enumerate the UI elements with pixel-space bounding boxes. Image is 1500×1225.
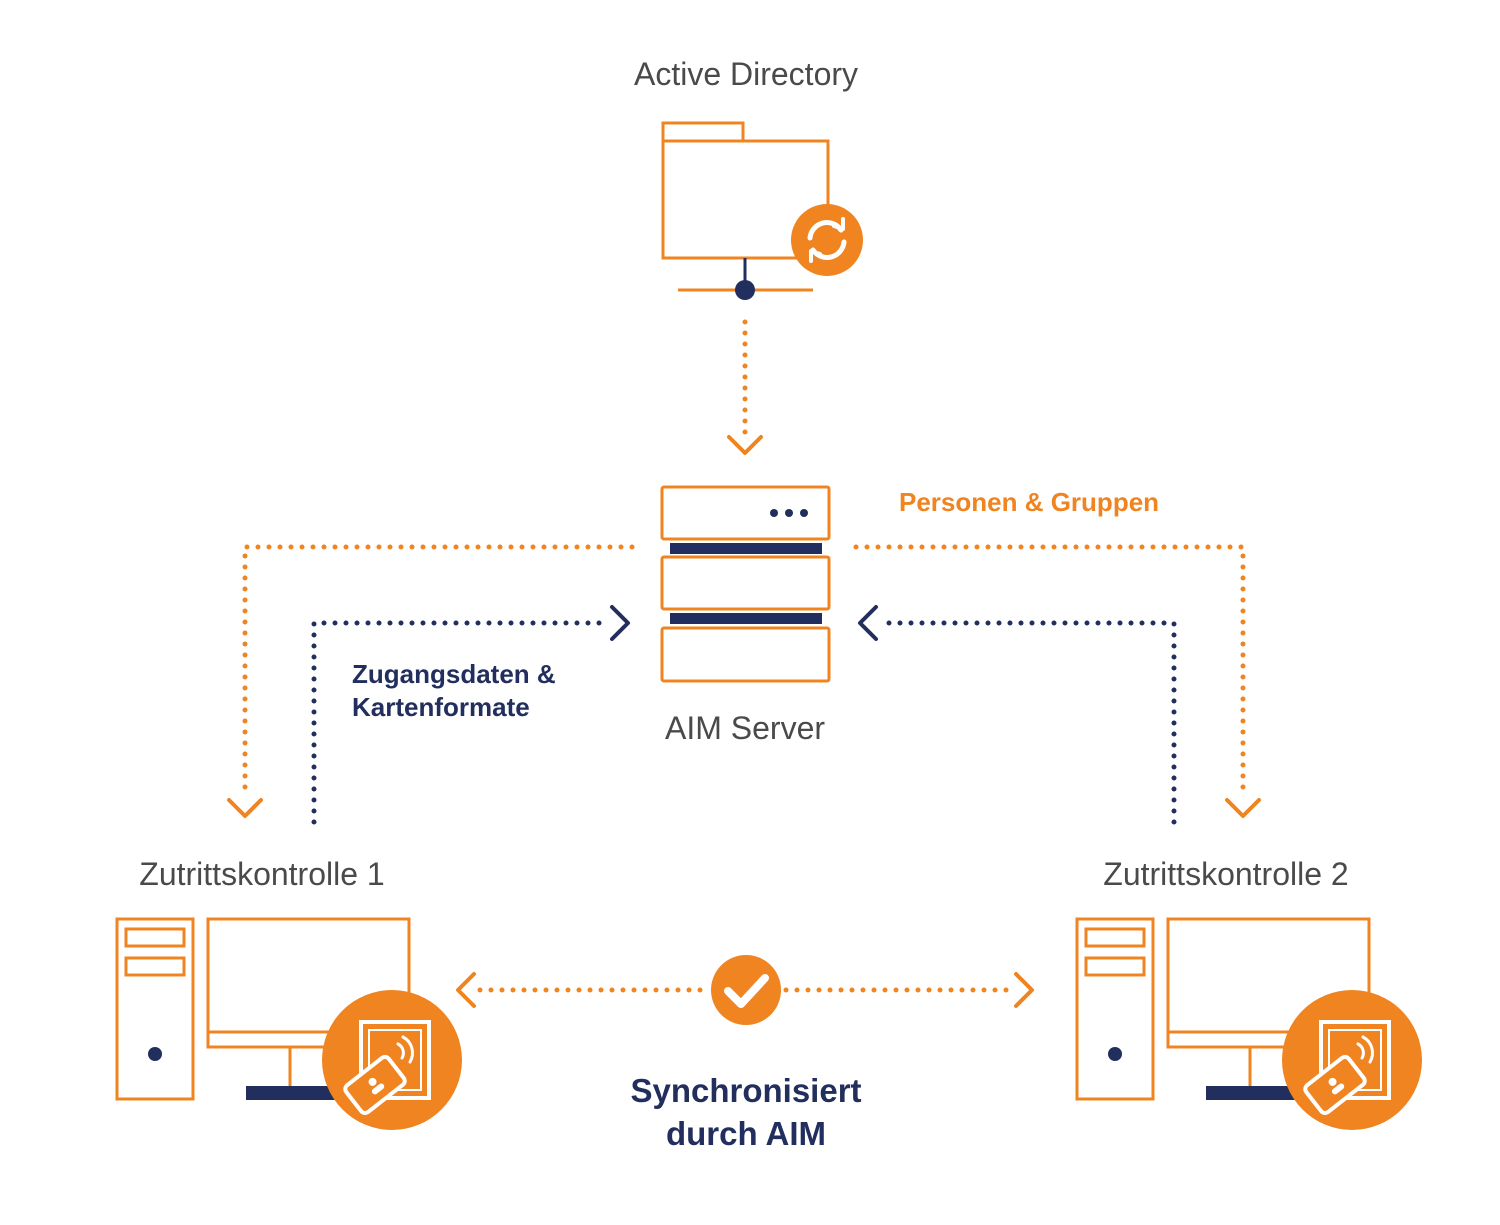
access-control-2-title: Zutrittskontrolle 2 [1103, 856, 1349, 892]
arrow-ad-to-server [727, 319, 763, 455]
computer-card-reader-icon-2 [1075, 917, 1422, 1130]
active-directory-title: Active Directory [633, 56, 859, 92]
sync-label-line-2: durch AIM [665, 1115, 827, 1152]
folder-sync-icon [661, 121, 863, 300]
checkmark-icon [711, 955, 781, 1025]
sync-arrow [456, 972, 1034, 1008]
sync-label: Synchronisiert durch AIM [630, 1069, 861, 1155]
aim-server-title: AIM Server [664, 710, 826, 746]
credentials-label: Zugangsdaten & Kartenformate [352, 658, 556, 724]
arrow-control-1-to-server [311, 605, 630, 825]
credentials-label-line-1: Zugangsdaten & [352, 659, 556, 689]
arrow-server-to-control-2 [853, 544, 1261, 818]
arrow-server-to-control-1 [227, 544, 635, 818]
computer-card-reader-icon-1 [115, 917, 462, 1130]
sync-label-line-1: Synchronisiert [630, 1072, 862, 1109]
credentials-label-line-2: Kartenformate [352, 692, 530, 722]
server-stack-icon [660, 485, 831, 683]
arrow-control-2-to-server [858, 605, 1177, 825]
persons-groups-label: Personen & Gruppen [899, 487, 1160, 517]
access-control-1-title: Zutrittskontrolle 1 [139, 856, 385, 892]
